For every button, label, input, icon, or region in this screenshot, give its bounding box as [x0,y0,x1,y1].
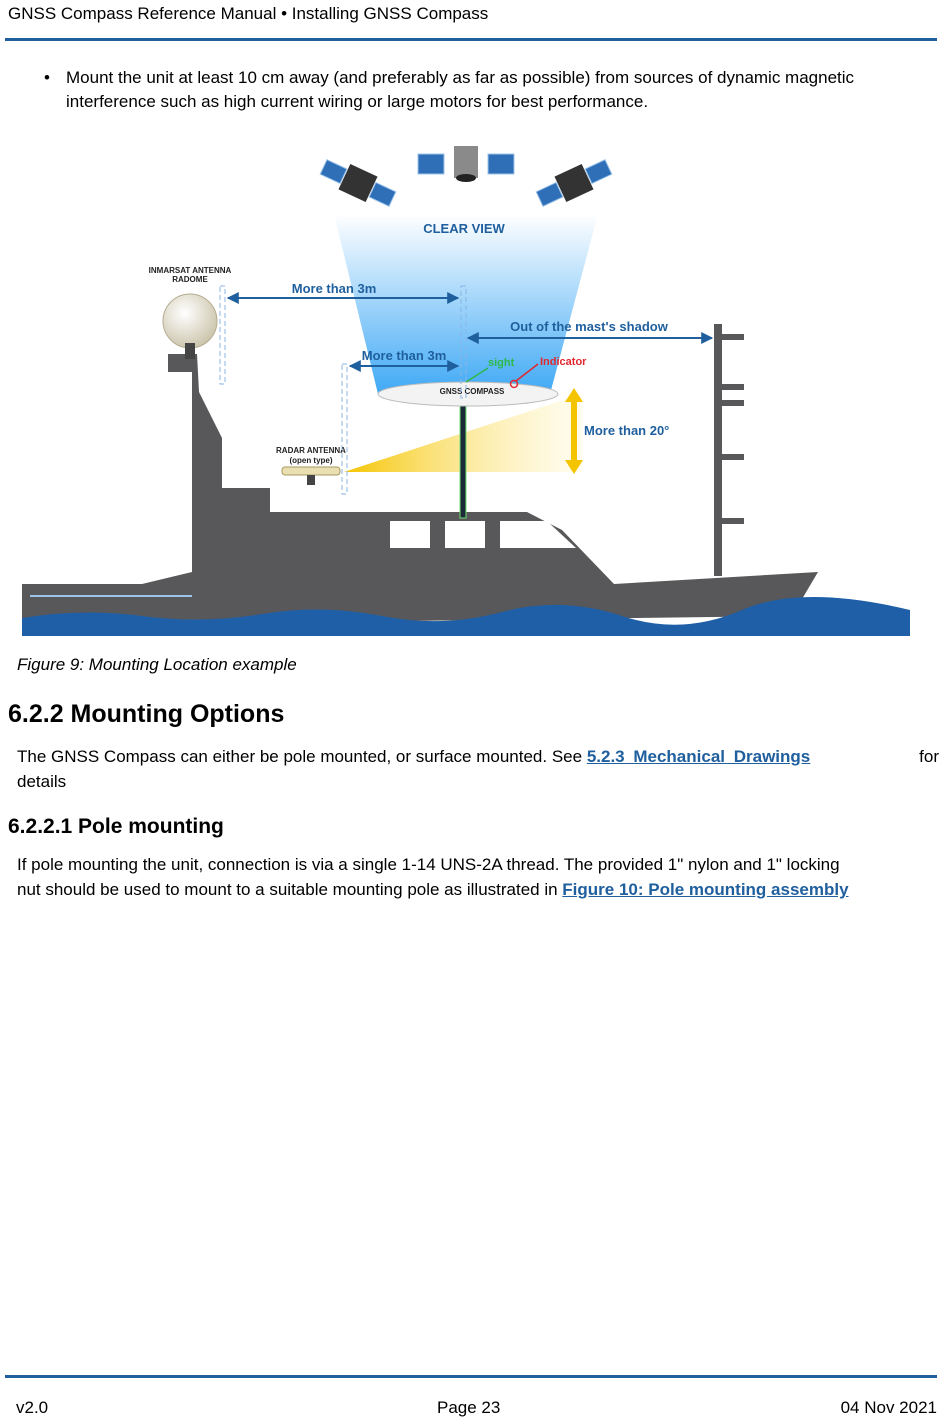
label-more-than-20: More than 20° [584,423,669,438]
subsection-paragraph: If pole mounting the unit, connection is… [17,852,939,902]
header-rule [5,38,937,41]
footer-date: 04 Nov 2021 [840,1398,937,1417]
ship-hull [22,354,818,626]
figure-10-link[interactable]: Figure 10: Pole mounting assembly [562,880,849,899]
section-text: The GNSS Compass can either be pole moun… [17,747,587,766]
clear-view-cone [334,214,598,394]
compass-pole [459,405,467,519]
running-header: GNSS Compass Reference Manual • Installi… [8,4,489,23]
subsection-heading: 6.2.2.1 Pole mounting [8,815,224,838]
bullet-marker: • [44,68,50,87]
footer-page: Page 23 [437,1398,501,1417]
indicator-dot [509,379,519,389]
label-clear-view: CLEAR VIEW [423,221,505,236]
mast-spar-3 [722,400,744,406]
dashed-marker-radar [341,363,348,495]
label-mast-shadow: Out of the mast's shadow [510,319,669,334]
label-inmarsat-1: INMARSAT ANTENNA [149,266,232,275]
footer-version: v2.0 [16,1398,49,1417]
figure-caption: Figure 9: Mounting Location example [17,655,297,674]
label-indicator: Indicator [540,356,587,368]
section-paragraph: The GNSS Compass can either be pole moun… [17,744,939,794]
label-radar-1: RADAR ANTENNA [276,446,346,455]
mast-spar-2 [722,384,744,390]
section-heading: 6.2.2 Mounting Options [8,700,285,728]
section-text-after: for [914,747,939,766]
mast-spar-4 [722,454,744,460]
section-link-wrap: 5.2.3 Mechanical Drawings for [587,744,939,769]
subsection-line-2: nut should be used to mount to a suitabl… [17,877,939,902]
subsection-line-2-text: nut should be used to mount to a suitabl… [17,880,563,899]
bullet-text: Mount the unit at least 10 cm away (and … [66,66,936,114]
indicator-line [515,363,539,382]
radar-antenna-icon [281,466,341,476]
satellite-right-icon [535,159,613,207]
window-3 [500,521,576,548]
satellite-left-icon [319,159,397,207]
dashed-marker-compass [460,285,467,399]
label-radar-2: (open type) [289,456,332,465]
dashed-marker-radome [219,285,226,385]
mast [714,324,722,576]
label-gnss-compass: GNSS COMPASS [440,387,505,396]
label-sight: sight [488,357,515,369]
label-more-than-3m-mid: More than 3m [362,348,447,363]
mounting-location-figure: CLEAR VIEW INMARSAT ANTENNA RADOME RADAR… [22,146,910,636]
inmarsat-radome-icon [162,293,218,349]
subsection-line-1: If pole mounting the unit, connection is… [17,855,840,874]
label-inmarsat-2: RADOME [172,275,208,284]
satellite-center-icon [417,146,515,182]
sight-line [465,367,489,383]
bullet-line-1: Mount the unit at least 10 cm away (and … [66,68,855,87]
window-1 [390,521,430,548]
mast-spar-1 [722,334,744,340]
mast-spar-5 [722,518,744,524]
sea [22,597,910,636]
footer-rule [5,1375,937,1378]
mechanical-drawings-link[interactable]: 5.2.3 Mechanical Drawings [586,747,811,766]
section-paragraph-line-1: The GNSS Compass can either be pole moun… [17,744,939,769]
window-2 [445,521,485,548]
section-paragraph-line-2: details [17,772,67,791]
radome-pedestal [185,343,195,359]
bullet-line-2: interference such as high current wiring… [66,92,649,111]
vertical-arrow-20deg [565,388,583,474]
radar-pedestal [307,475,315,485]
label-more-than-3m-top: More than 3m [292,281,377,296]
